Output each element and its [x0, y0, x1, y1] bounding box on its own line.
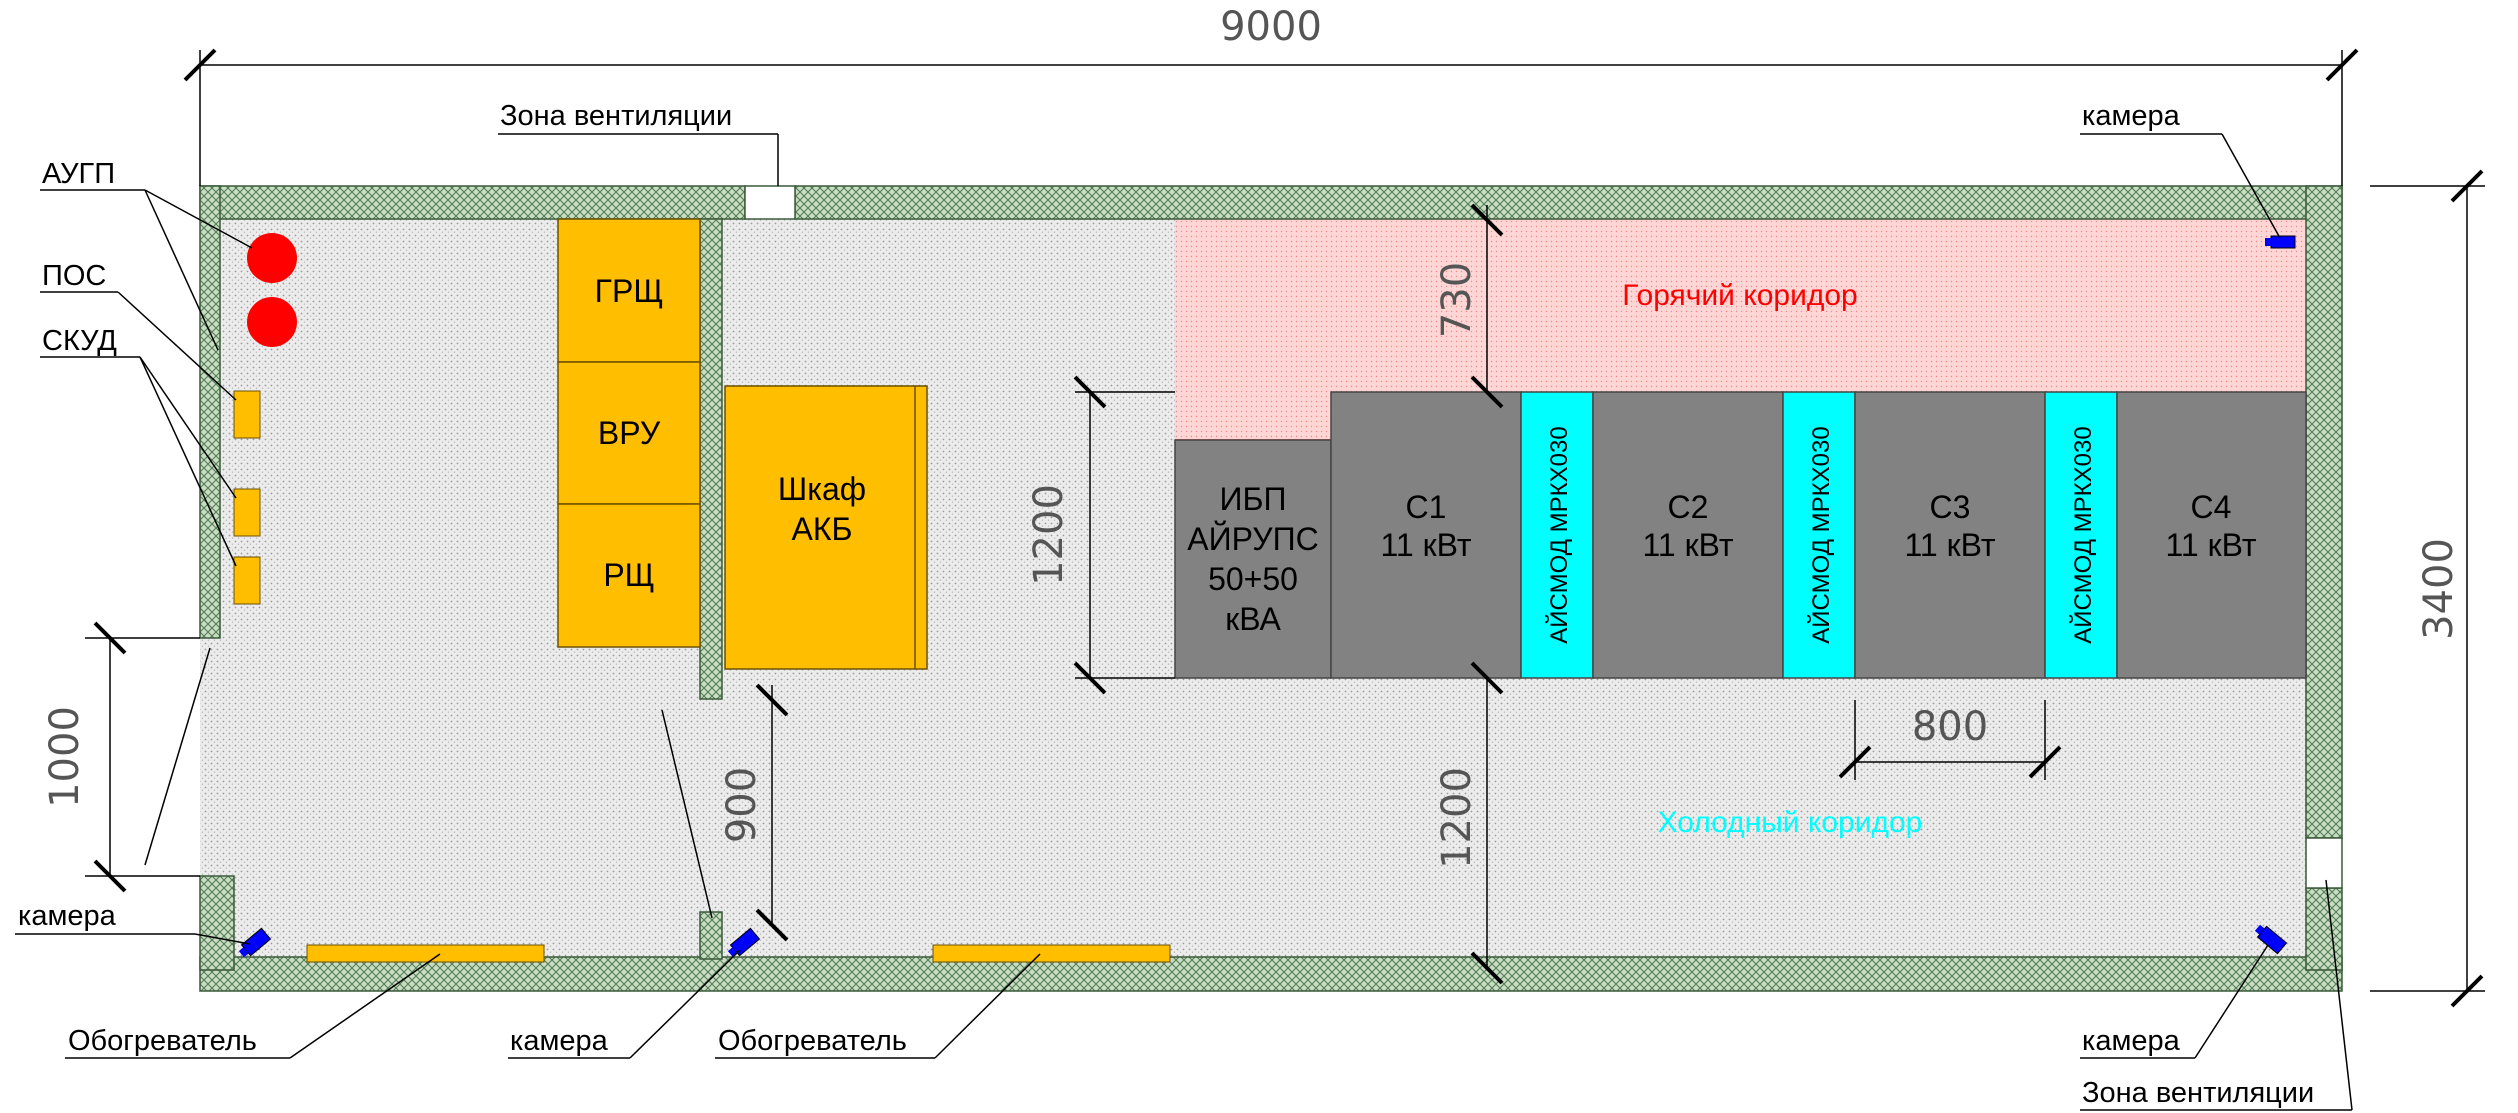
- ups-label-3: 50+50: [1208, 561, 1298, 597]
- cooler-3: АЙСМОД МРКХ030: [2044, 391, 2118, 679]
- camera-left-label: камера: [18, 900, 117, 932]
- heater-left-callout: Обогреватель: [65, 953, 441, 1059]
- ventilation-opening-top: [744, 185, 796, 220]
- heater-left-label: Обогреватель: [68, 1025, 257, 1057]
- rack-c2-name: С2: [1668, 489, 1709, 525]
- rack-c1-name: С1: [1406, 489, 1447, 525]
- cold-aisle-label: Холодный коридор: [1658, 806, 1923, 839]
- camera-left-callout: камера: [15, 900, 251, 945]
- cooler-1-label: АЙСМОД МРКХ030: [1545, 426, 1573, 643]
- passage-callout-line: [661, 709, 713, 919]
- vru-panel: ВРУ: [557, 361, 701, 505]
- dimension-door-width-value: 1000: [42, 706, 88, 808]
- camera-bottom-right-label: камера: [2082, 1025, 2181, 1057]
- fire-suppression-device-2: [247, 297, 297, 347]
- camera-icon-bottom-left: [238, 927, 272, 958]
- augp-label: АУГП: [42, 158, 115, 190]
- access-control-panel-2: [233, 556, 261, 605]
- battery-cabinet: Шкаф АКБ: [724, 385, 928, 670]
- rsch-panel: РЩ: [557, 503, 701, 648]
- rack-c4-power: 11 кВт: [2165, 527, 2256, 563]
- ups-label-2: АЙРУПС: [1187, 521, 1318, 557]
- camera-bottom-mid-label: камера: [510, 1025, 609, 1057]
- dimension-total-width-value: 9000: [1220, 4, 1322, 50]
- cooler-2-label: АЙСМОД МРКХ030: [1807, 426, 1835, 643]
- rack-c2: С2 11 кВт: [1592, 391, 1784, 679]
- dimension-total-height: 3400: [2370, 169, 2485, 1008]
- rack-c4-name: С4: [2191, 489, 2232, 525]
- heater-mid-label: Обогреватель: [718, 1025, 907, 1057]
- pos-label: ПОС: [42, 260, 106, 292]
- fire-alarm-panel: [233, 390, 261, 439]
- cooler-1: АЙСМОД МРКХ030: [1520, 391, 1594, 679]
- dimension-cooler-spacing: 800: [1838, 700, 2062, 780]
- ups-unit: ИБП АЙРУПС 50+50 кВА: [1174, 439, 1332, 679]
- heater-mid-callout: Обогреватель: [715, 953, 1041, 1059]
- skud-label: СКУД: [42, 325, 117, 357]
- camera-top-right-label: камера: [2082, 100, 2181, 132]
- ventilation-bottom-callout: Зона вентиляции: [2080, 879, 2353, 1111]
- pos-callout: ПОС: [40, 260, 237, 401]
- camera-top-right-callout: камера: [2080, 100, 2281, 239]
- dimension-total-height-value: 3400: [2416, 538, 2462, 640]
- rack-c1-power: 11 кВт: [1380, 527, 1471, 563]
- dimension-door-width: 1000: [42, 621, 200, 893]
- dimension-cooler-spacing-value: 800: [1912, 704, 1988, 750]
- ups-label-4: кВА: [1225, 601, 1281, 637]
- augp-callout: АУГП: [40, 158, 253, 351]
- room-walls: [199, 185, 2343, 992]
- camera-bottom-right-callout: камера: [2080, 944, 2269, 1059]
- rack-c4: С4 11 кВт: [2116, 391, 2307, 679]
- dimension-hot-aisle-value: 730: [1434, 262, 1480, 338]
- grsch-panel: ГРЩ: [557, 218, 701, 363]
- vru-label: ВРУ: [598, 415, 661, 451]
- battery-cabinet-label-2: АКБ: [792, 511, 853, 547]
- ventilation-top-label: Зона вентиляции: [500, 100, 732, 132]
- rack-c2-power: 11 кВт: [1642, 527, 1733, 563]
- ups-label-1: ИБП: [1220, 481, 1287, 517]
- ventilation-top-callout: Зона вентиляции: [498, 100, 779, 186]
- rack-c3: С3 11 кВт: [1854, 391, 2046, 679]
- dimension-passage-value: 900: [719, 767, 765, 843]
- heater-left: [306, 944, 545, 963]
- ventilation-opening-bottom: [2305, 837, 2343, 889]
- rack-c3-name: С3: [1930, 489, 1971, 525]
- rack-c3-power: 11 кВт: [1904, 527, 1995, 563]
- heater-mid: [932, 944, 1171, 963]
- dimension-rack-depth-value: 1200: [1026, 484, 1072, 586]
- camera-icon-top-right: [2265, 235, 2296, 249]
- rack-c1: С1 11 кВт: [1330, 391, 1522, 679]
- skud-callout: СКУД: [40, 325, 237, 567]
- dimension-total-width: 9000: [183, 4, 2359, 186]
- dimension-rack-depth: 1200: [1026, 375, 1175, 695]
- grsch-label: ГРЩ: [595, 273, 664, 309]
- dimension-cold-aisle-value: 1200: [1434, 767, 1480, 869]
- fire-suppression-device-1: [247, 233, 297, 283]
- dimension-cold-aisle: 1200: [1434, 661, 1504, 985]
- camera-bottom-mid-callout: камера: [508, 949, 741, 1059]
- cooler-3-label: АЙСМОД МРКХ030: [2069, 426, 2097, 643]
- door-callout-line: [144, 647, 211, 866]
- ventilation-bottom-label: Зона вентиляции: [2082, 1077, 2314, 1109]
- cooler-2: АЙСМОД МРКХ030: [1782, 391, 1856, 679]
- hot-aisle-label: Горячий коридор: [1622, 279, 1857, 312]
- access-control-panel-1: [233, 488, 261, 537]
- battery-cabinet-label-1: Шкаф: [778, 471, 866, 507]
- dimension-passage: 900: [719, 683, 789, 942]
- rsch-label: РЩ: [603, 557, 654, 593]
- dimension-hot-aisle: 730: [1434, 203, 1504, 409]
